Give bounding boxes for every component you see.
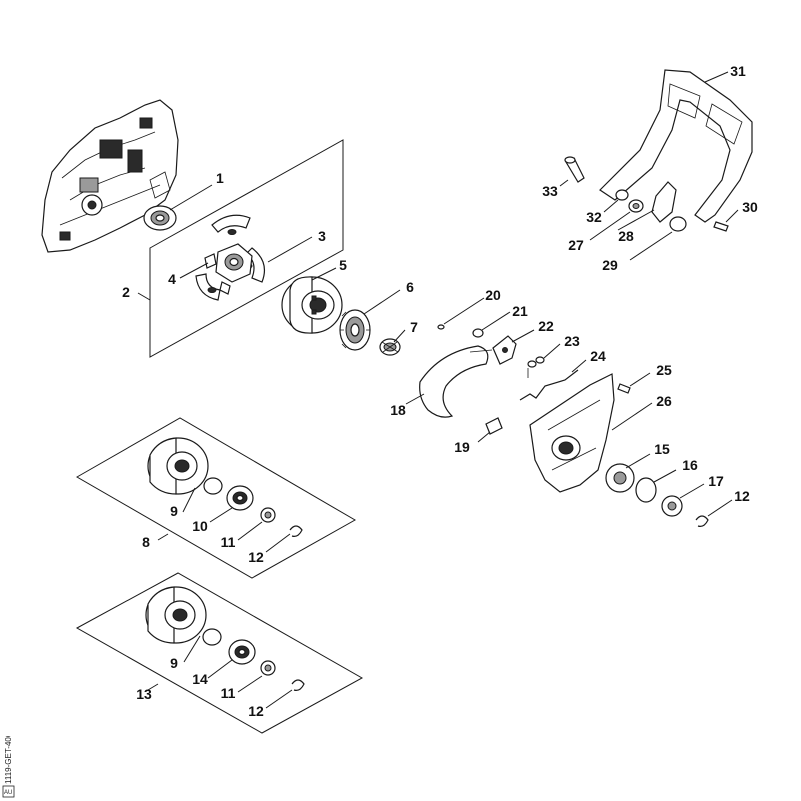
assembly-box-8 [75, 417, 357, 579]
callout-18: 18 [390, 402, 406, 418]
drawing-id-text: 1119-GET-4062 [4, 736, 13, 784]
callout-24: 24 [590, 348, 606, 364]
assembly-box-2 [149, 139, 344, 358]
part-12-eclip-c [695, 515, 709, 527]
part-7-needle-cage [379, 338, 401, 356]
callout-10: 10 [192, 518, 208, 534]
part-33-screw [564, 156, 585, 183]
callout-15: 15 [654, 441, 670, 457]
callout-30: 30 [742, 199, 758, 215]
callout-27: 27 [568, 237, 584, 253]
callout-13: 13 [136, 686, 152, 702]
callout-22: 22 [538, 318, 554, 334]
callout-2: 2 [122, 284, 130, 300]
part-1-washer [143, 205, 177, 231]
part-9-drum-a [147, 437, 209, 495]
part-9-drum-b [145, 586, 207, 644]
drawing-box [2, 785, 15, 798]
part-17-washer [661, 495, 683, 517]
callout-labels: 1 2 3 4 5 6 7 8 9 10 11 12 13 9 14 11 12… [122, 63, 758, 719]
part-26-sprocket-cover [529, 373, 615, 493]
part-11-washer-a [260, 507, 276, 523]
callout-29: 29 [602, 257, 618, 273]
part-10-sprocket [203, 477, 254, 511]
part-6-rim-sprocket [339, 309, 371, 351]
drawing-id-label: 1119-GET-4062 AU [2, 736, 15, 798]
part-4-clutch-carrier [204, 243, 253, 295]
part-18-brake-band [419, 345, 493, 418]
callout-5: 5 [339, 257, 347, 273]
part-25-screw [617, 383, 631, 394]
callout-7: 7 [410, 319, 418, 335]
callout-14: 14 [192, 671, 208, 687]
callout-12-c: 12 [734, 488, 750, 504]
part-22-lever [492, 335, 517, 365]
callout-8: 8 [142, 534, 150, 550]
drawing-box-code: AU [4, 790, 12, 796]
leader-lines [137, 71, 739, 709]
part-23-bushing [527, 356, 545, 368]
part-12-eclip-b [291, 679, 305, 691]
callout-6: 6 [406, 279, 414, 295]
part-20-pin [437, 324, 445, 330]
part-31-hand-guard [599, 69, 753, 223]
callout-31: 31 [730, 63, 746, 79]
part-27-bushing [628, 199, 644, 213]
callout-1: 1 [216, 170, 224, 186]
part-11-washer-b [260, 660, 276, 676]
callout-12-b: 12 [248, 703, 264, 719]
assembly-box-13 [75, 572, 364, 734]
callout-17: 17 [708, 473, 724, 489]
part-24-spring [519, 368, 579, 401]
part-29-washer [669, 216, 687, 232]
part-19-pin [485, 417, 503, 435]
callout-9-b: 9 [170, 655, 178, 671]
part-28-plate [651, 181, 677, 223]
part-5-clutch-drum [281, 276, 343, 334]
callout-12-a: 12 [248, 549, 264, 565]
callout-4: 4 [168, 271, 176, 287]
callout-20: 20 [485, 287, 501, 303]
part-12-eclip-a [289, 525, 303, 537]
part-14-sprocket [202, 628, 256, 665]
callout-11-b: 11 [221, 685, 236, 701]
part-32-washer [615, 189, 629, 201]
callout-19: 19 [454, 439, 470, 455]
callout-32: 32 [586, 209, 602, 225]
part-21-washer [472, 328, 484, 338]
part-30-screw [713, 221, 729, 232]
callout-9-a: 9 [170, 503, 178, 519]
callout-26: 26 [656, 393, 672, 409]
callout-3: 3 [318, 228, 326, 244]
callout-25: 25 [656, 362, 672, 378]
crankcase-housing [41, 99, 179, 253]
callout-33: 33 [542, 183, 558, 199]
part-16-ring [635, 477, 657, 503]
part-15-thrust-plate [605, 463, 635, 493]
callout-11-a: 11 [221, 534, 236, 550]
callout-16: 16 [682, 457, 698, 473]
callout-21: 21 [512, 303, 528, 319]
callout-23: 23 [564, 333, 580, 349]
callout-28: 28 [618, 228, 634, 244]
